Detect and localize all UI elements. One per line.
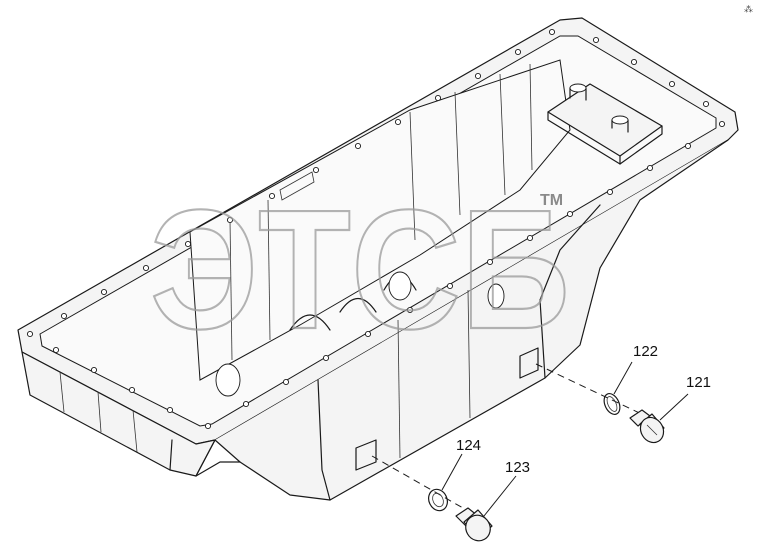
drain-plug-121 <box>629 409 665 444</box>
flange-bolt-holes <box>26 28 726 430</box>
pan-boss-left <box>215 363 241 397</box>
leader-124 <box>441 453 463 491</box>
pan-boss-middle <box>388 271 412 301</box>
callout-124: 124 <box>456 437 481 454</box>
pan-interior-wall <box>189 59 571 381</box>
watermark: ЭТСБ TM <box>149 174 571 366</box>
drain-port-lower <box>355 439 377 471</box>
pan-boss-right <box>487 283 505 309</box>
corner-mark: ⁂ <box>744 4 753 15</box>
callout-122: 122 <box>633 343 658 360</box>
watermark-trademark: TM <box>540 192 563 209</box>
drain-port-upper <box>519 347 539 379</box>
callout-121: 121 <box>686 374 711 391</box>
explode-axis-upper <box>535 363 651 419</box>
seal-ring-122 <box>603 393 621 415</box>
watermark-text: ЭТСБ <box>150 175 570 365</box>
leader-121 <box>659 393 689 421</box>
leader-122 <box>613 361 633 395</box>
pan-cover-plate <box>547 83 663 165</box>
callout-123: 123 <box>505 459 530 476</box>
explode-axis-lower <box>371 455 471 513</box>
drain-plug-123 <box>455 507 493 542</box>
seal-ring-124 <box>428 488 448 512</box>
leader-123 <box>483 475 517 517</box>
oil-pan <box>17 17 739 501</box>
